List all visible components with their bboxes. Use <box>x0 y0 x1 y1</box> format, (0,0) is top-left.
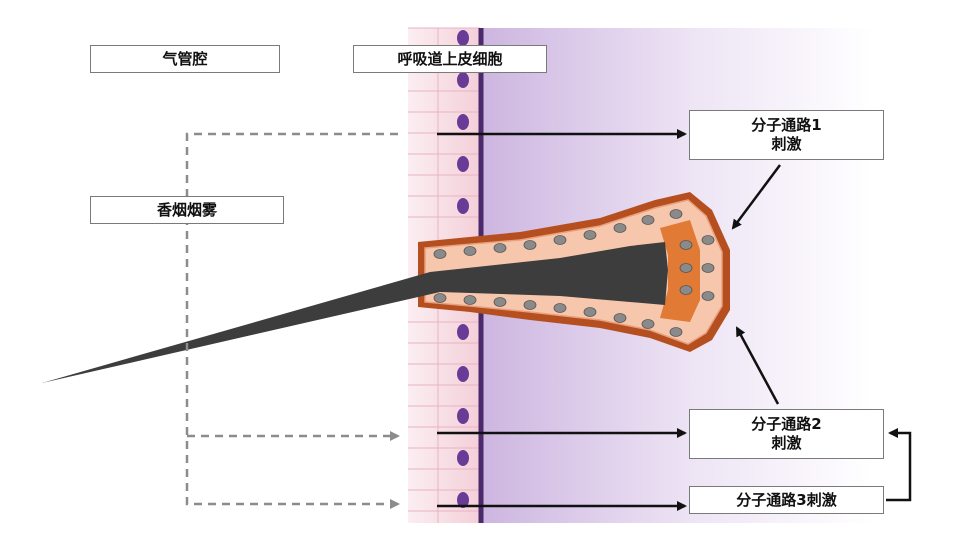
tumor-cell-nucleus <box>613 313 627 323</box>
epithelial-nucleus <box>457 72 469 88</box>
arrow-pathway3-to-pathway2 <box>886 428 912 502</box>
smoke-induced-spike <box>42 242 668 383</box>
epithelium-label-text: 呼吸道上皮细胞 <box>397 49 503 68</box>
tumor-cell-nucleus <box>701 291 715 301</box>
epithelial-nucleus <box>457 450 469 466</box>
tumor-cell-nucleus <box>433 249 447 259</box>
tumor-cell-nucleus <box>523 240 537 250</box>
tumor-cell-nucleus <box>433 293 447 303</box>
tumor-cell-nucleus <box>669 209 683 219</box>
epithelial-nucleus <box>457 114 469 130</box>
epithelial-nucleus <box>457 492 469 508</box>
epithelial-nucleus <box>457 408 469 424</box>
epithelial-nucleus <box>457 324 469 340</box>
tumor-cell-nucleus <box>463 246 477 256</box>
pathway1-line1: 分子通路1 <box>751 116 822 135</box>
arrow-pathway2-to-tumor <box>735 326 780 405</box>
smoke-label: 香烟烟雾 <box>90 196 284 224</box>
tumor-cell-nucleus <box>613 223 627 233</box>
tumor-cell-nucleus <box>679 285 693 295</box>
tumor-cell-nucleus <box>583 230 597 240</box>
pathway1-box: 分子通路1 刺激 <box>689 110 884 160</box>
tumor-cell-nucleus <box>493 243 507 253</box>
pathway2-line2: 刺激 <box>771 434 802 452</box>
tumor-cell-nucleus <box>669 327 683 337</box>
tumor-cell-nucleus <box>701 263 715 273</box>
tumor-cells <box>433 209 715 337</box>
pathway3-text: 分子通路3刺激 <box>736 490 837 509</box>
tumor-cell-nucleus <box>679 263 693 273</box>
tumor-cell-nucleus <box>679 240 693 250</box>
epithelial-nucleus <box>457 198 469 214</box>
pathway2-line1: 分子通路2 <box>751 415 822 434</box>
tumor-cell-nucleus <box>463 295 477 305</box>
pathway3-box: 分子通路3刺激 <box>689 486 884 514</box>
arrow-pathway1-to-tumor <box>731 164 782 230</box>
pathway1-line2: 刺激 <box>771 135 802 153</box>
tumor-cell-nucleus <box>493 297 507 307</box>
tumor-cell-nucleus <box>641 319 655 329</box>
tumor-cell-nucleus <box>701 235 715 245</box>
tumor-cell-nucleus <box>583 307 597 317</box>
epithelial-nuclei <box>457 30 469 508</box>
pathway2-box: 分子通路2 刺激 <box>689 409 884 459</box>
smoke-label-text: 香烟烟雾 <box>156 200 217 219</box>
tumor-cell-nucleus <box>523 300 537 310</box>
tumor-cell-nucleus <box>553 303 567 313</box>
tumor-cell-nucleus <box>641 215 655 225</box>
lumen-label-text: 气管腔 <box>162 49 208 68</box>
tumor-cell-nucleus <box>553 235 567 245</box>
pathway-arrows <box>437 129 912 511</box>
lumen-label: 气管腔 <box>90 45 280 73</box>
epithelial-nucleus <box>457 156 469 172</box>
epithelial-nucleus <box>457 366 469 382</box>
epithelial-nucleus <box>457 30 469 46</box>
dashed-trunk <box>185 132 400 509</box>
epithelium-label: 呼吸道上皮细胞 <box>353 45 547 73</box>
